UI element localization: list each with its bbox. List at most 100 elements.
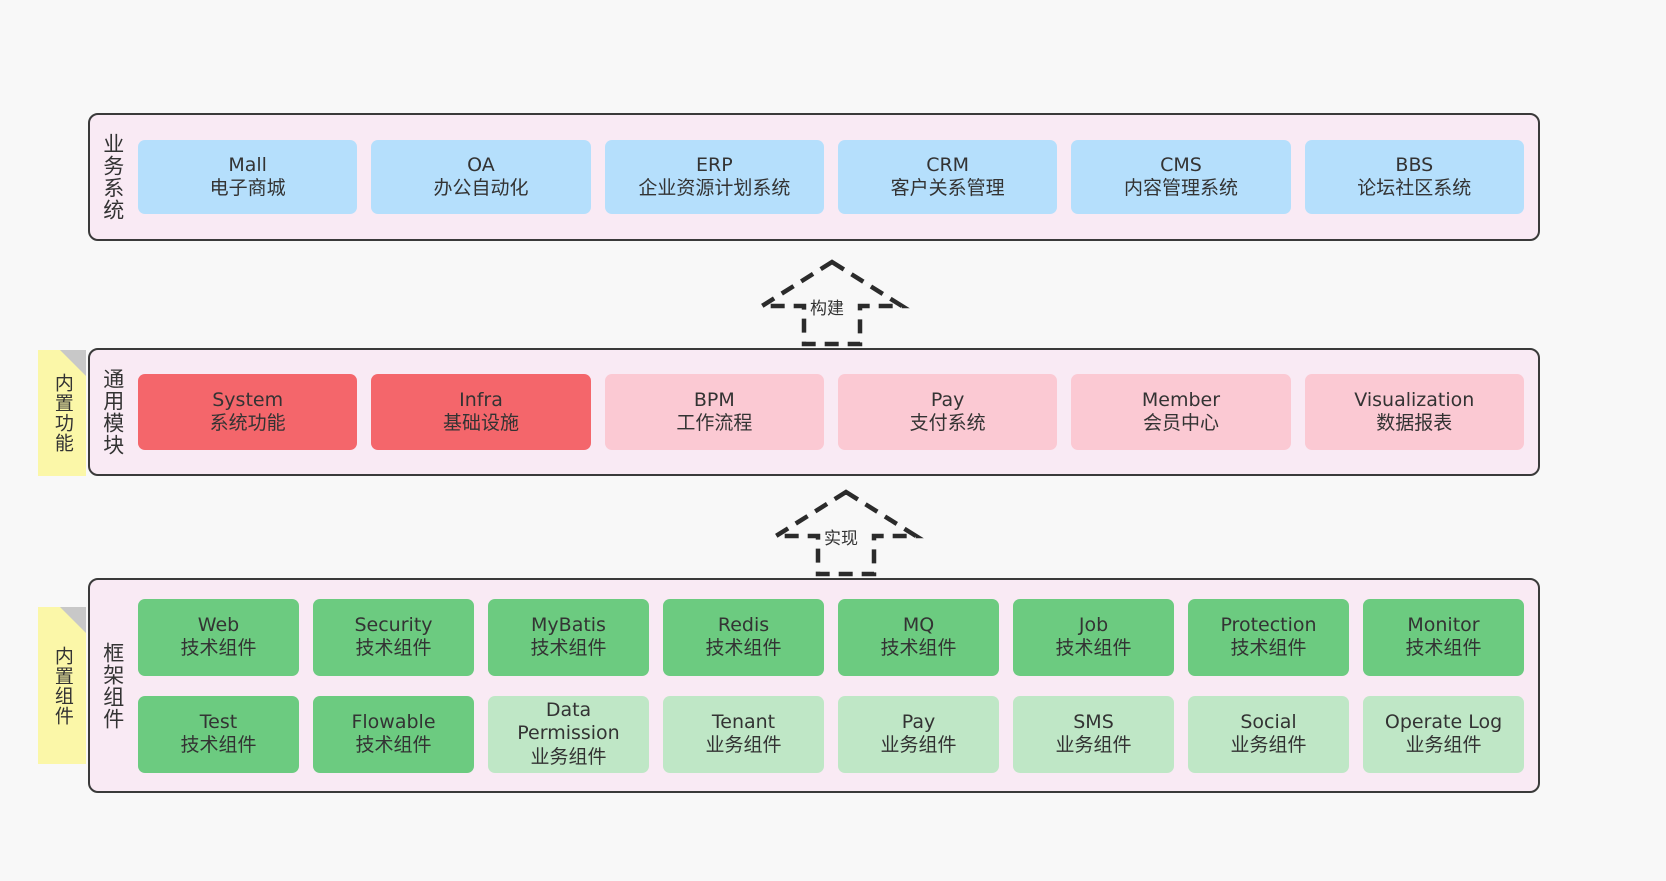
common-card-row: System 系统功能 Infra 基础设施 BPM 工作流程 Pay 支付系统… xyxy=(138,374,1524,450)
card-bpm-en: BPM xyxy=(693,388,735,411)
card-visualization-en: Visualization xyxy=(1354,388,1475,411)
note-fold-corner-icon xyxy=(60,350,86,376)
card-data-permission[interactable]: Data Permission 业务组件 xyxy=(488,695,649,773)
card-infra-en: Infra xyxy=(459,388,503,411)
card-flowable-en: Flowable xyxy=(351,710,436,733)
card-oa-cn: 办公自动化 xyxy=(433,177,529,199)
card-member-en: Member xyxy=(1141,388,1221,411)
card-operate-log-en: Operate Log xyxy=(1384,710,1503,733)
card-data-permission-cn: 业务组件 xyxy=(530,745,607,768)
card-mq[interactable]: MQ 技术组件 xyxy=(838,598,999,676)
card-bpm[interactable]: BPM 工作流程 xyxy=(604,374,824,450)
card-cms-cn: 内容管理系统 xyxy=(1123,177,1238,199)
card-sms-en: SMS xyxy=(1073,710,1114,733)
card-cms[interactable]: CMS 内容管理系统 xyxy=(1071,140,1291,214)
card-system[interactable]: System 系统功能 xyxy=(138,374,358,450)
arrow-implement-glyph xyxy=(768,489,924,577)
card-pay-component-en: Pay xyxy=(901,710,936,733)
card-tenant-cn: 业务组件 xyxy=(705,734,782,756)
business-card-row: Mall 电子商城 OA 办公自动化 ERP 企业资源计划系统 CRM 客户关系… xyxy=(138,140,1524,214)
card-protection-cn: 技术组件 xyxy=(1230,637,1307,659)
card-bbs-cn: 论坛社区系统 xyxy=(1357,177,1472,199)
card-member[interactable]: Member 会员中心 xyxy=(1071,374,1291,450)
card-member-cn: 会员中心 xyxy=(1142,412,1219,434)
note-builtin-component-label: 内置组件 xyxy=(51,645,74,726)
card-mybatis[interactable]: MyBatis 技术组件 xyxy=(488,598,649,676)
card-crm[interactable]: CRM 客户关系管理 xyxy=(837,140,1058,214)
card-erp-en: ERP xyxy=(695,153,733,176)
card-security-cn: 技术组件 xyxy=(355,637,432,659)
card-pay-component[interactable]: Pay 业务组件 xyxy=(838,695,999,773)
layer-framework-body: Web 技术组件 Security 技术组件 MyBatis 技术组件 Redi… xyxy=(134,580,1538,791)
card-operate-log-cn: 业务组件 xyxy=(1405,734,1482,756)
arrow-implement-label: 实现 xyxy=(824,529,858,549)
layer-business-title: 业务系统 xyxy=(100,133,125,221)
card-protection-en: Protection xyxy=(1220,613,1317,636)
card-flowable-cn: 技术组件 xyxy=(355,734,432,756)
framework-biz-row: Test 技术组件 Flowable 技术组件 Data Permission … xyxy=(138,695,1524,773)
card-crm-en: CRM xyxy=(926,153,970,176)
card-operate-log[interactable]: Operate Log 业务组件 xyxy=(1363,695,1524,773)
layer-common-title: 通用模块 xyxy=(100,368,125,456)
arrow-build-glyph xyxy=(754,259,910,347)
card-mybatis-cn: 技术组件 xyxy=(530,637,607,659)
card-monitor-cn: 技术组件 xyxy=(1405,637,1482,659)
arrow-build: 构建 xyxy=(752,258,912,348)
framework-tech-row: Web 技术组件 Security 技术组件 MyBatis 技术组件 Redi… xyxy=(138,598,1524,676)
card-tenant-en: Tenant xyxy=(711,710,776,733)
card-system-en: System xyxy=(212,388,284,411)
layer-common-module: 通用模块 System 系统功能 Infra 基础设施 BPM 工作流程 Pay… xyxy=(88,348,1540,476)
card-security-en: Security xyxy=(354,613,433,636)
card-job[interactable]: Job 技术组件 xyxy=(1013,598,1174,676)
card-pay-module[interactable]: Pay 支付系统 xyxy=(837,374,1058,450)
layer-framework-title: 框架组件 xyxy=(100,641,125,730)
card-protection[interactable]: Protection 技术组件 xyxy=(1188,598,1349,676)
note-builtin-function: 内置功能 xyxy=(38,350,86,476)
card-cms-en: CMS xyxy=(1160,153,1202,176)
note-builtin-function-label: 内置功能 xyxy=(51,373,74,453)
card-monitor[interactable]: Monitor 技术组件 xyxy=(1363,598,1524,676)
card-sms[interactable]: SMS 业务组件 xyxy=(1013,695,1174,773)
card-social-en: Social xyxy=(1240,710,1297,733)
card-test-cn: 技术组件 xyxy=(180,734,257,756)
card-web[interactable]: Web 技术组件 xyxy=(138,598,299,676)
card-redis-cn: 技术组件 xyxy=(705,637,782,659)
card-crm-cn: 客户关系管理 xyxy=(890,177,1005,199)
card-web-cn: 技术组件 xyxy=(180,637,257,659)
card-erp[interactable]: ERP 企业资源计划系统 xyxy=(604,140,824,214)
arrow-implement: 实现 xyxy=(766,488,926,578)
card-mq-cn: 技术组件 xyxy=(880,637,957,659)
card-mall-en: Mall xyxy=(228,153,267,176)
card-monitor-en: Monitor xyxy=(1407,613,1480,636)
layer-common-body: System 系统功能 Infra 基础设施 BPM 工作流程 Pay 支付系统… xyxy=(134,350,1538,474)
card-flowable[interactable]: Flowable 技术组件 xyxy=(313,695,474,773)
card-oa[interactable]: OA 办公自动化 xyxy=(371,140,591,214)
card-social[interactable]: Social 业务组件 xyxy=(1188,695,1349,773)
card-bbs[interactable]: BBS 论坛社区系统 xyxy=(1304,140,1524,214)
card-visualization[interactable]: Visualization 数据报表 xyxy=(1304,374,1524,450)
card-sms-cn: 业务组件 xyxy=(1055,734,1132,756)
card-job-cn: 技术组件 xyxy=(1055,637,1132,659)
card-redis-en: Redis xyxy=(717,613,770,636)
card-erp-cn: 企业资源计划系统 xyxy=(638,177,791,199)
layer-framework-component: 框架组件 Web 技术组件 Security 技术组件 MyBatis 技术组件… xyxy=(88,578,1540,793)
card-pay-component-cn: 业务组件 xyxy=(880,734,957,756)
card-redis[interactable]: Redis 技术组件 xyxy=(663,598,824,676)
card-job-en: Job xyxy=(1078,613,1109,636)
card-pay-module-cn: 支付系统 xyxy=(909,412,986,434)
layer-business-body: Mall 电子商城 OA 办公自动化 ERP 企业资源计划系统 CRM 客户关系… xyxy=(134,115,1538,239)
card-test-en: Test xyxy=(199,710,238,733)
card-pay-module-en: Pay xyxy=(930,388,965,411)
card-visualization-cn: 数据报表 xyxy=(1376,412,1453,434)
card-security[interactable]: Security 技术组件 xyxy=(313,598,474,676)
card-oa-en: OA xyxy=(467,153,495,176)
card-mybatis-en: MyBatis xyxy=(531,613,606,636)
card-infra[interactable]: Infra 基础设施 xyxy=(371,374,591,450)
card-tenant[interactable]: Tenant 业务组件 xyxy=(663,695,824,773)
card-system-cn: 系统功能 xyxy=(209,412,286,434)
layer-business-system: 业务系统 Mall 电子商城 OA 办公自动化 ERP 企业资源计划系统 CRM… xyxy=(88,113,1540,241)
card-social-cn: 业务组件 xyxy=(1230,734,1307,756)
card-test[interactable]: Test 技术组件 xyxy=(138,695,299,773)
card-mall[interactable]: Mall 电子商城 xyxy=(138,140,358,214)
